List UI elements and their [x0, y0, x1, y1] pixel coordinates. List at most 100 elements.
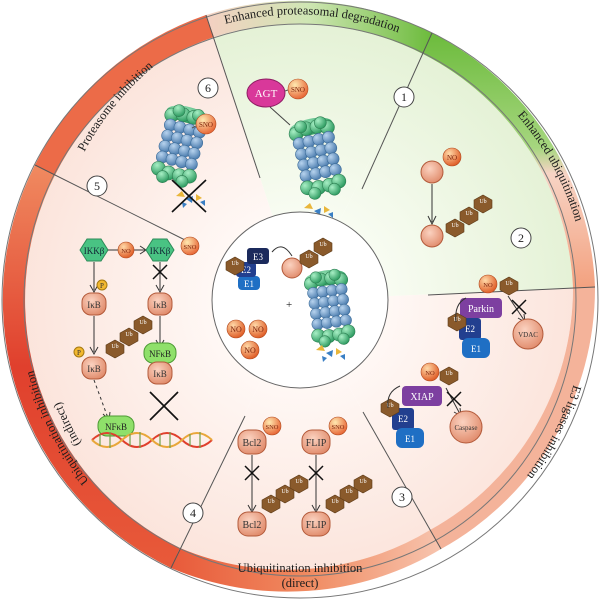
agt-protein: AGT: [246, 78, 286, 108]
section-6-proteasome-inhibition: SNO: [148, 101, 217, 213]
svg-text:NO: NO: [244, 346, 256, 355]
cross-icon: [171, 179, 207, 213]
svg-text:3: 3: [399, 490, 405, 504]
svg-text:VDAC: VDAC: [518, 331, 538, 339]
bcl2-top: Bcl2: [237, 429, 267, 455]
flip-bottom: FLIP: [301, 511, 331, 537]
no-molecules: NO NO NO: [226, 319, 268, 360]
section-number-2: 2: [510, 227, 532, 249]
svg-text:P: P: [100, 282, 104, 290]
ub-chain: Ub: [225, 256, 245, 276]
flip-top: FLIP: [301, 429, 331, 455]
svg-text:IκB: IκB: [87, 364, 101, 374]
svg-text:2: 2: [518, 231, 524, 245]
svg-text:Ub: Ub: [331, 499, 338, 505]
ub-chain: Ub Ub: [380, 366, 459, 418]
svg-text:IKKβ: IKKβ: [150, 246, 171, 256]
xiap-e3: XIAP: [402, 386, 442, 406]
e1-enzyme: E1: [462, 338, 490, 358]
cross-icon: [511, 299, 527, 315]
dna-helix-icon: [91, 432, 213, 448]
protein-substrate: [420, 224, 444, 248]
section-number-1: 1: [393, 86, 415, 108]
svg-text:NO: NO: [252, 325, 264, 334]
section-3-e3-inhibition: Parkin NO E2 E1 Ub Ub VDAC XIAP NO E2 E1…: [380, 274, 544, 448]
ub-chain: Ub Ub Ub: [261, 474, 309, 514]
svg-text:Ub: Ub: [111, 344, 118, 350]
sno-badge: SNO: [195, 113, 217, 135]
svg-text:SNO: SNO: [265, 424, 278, 431]
section-number-4: 4: [182, 502, 204, 524]
cross-icon: [446, 391, 462, 407]
section-number-6: 6: [197, 77, 219, 99]
title-ubiquitination-inhibition-direct: Ubiquitination inhibition: [238, 561, 363, 575]
ikb-left-1: IκB: [81, 292, 107, 316]
svg-text:Ub: Ub: [267, 499, 274, 505]
sno-badge: SNO: [180, 236, 200, 256]
svg-text:P: P: [77, 349, 81, 357]
svg-text:E2: E2: [398, 414, 408, 424]
no-badge: NO: [478, 274, 498, 294]
svg-text:SNO: SNO: [199, 121, 213, 129]
svg-text:Ub: Ub: [451, 223, 458, 229]
nfkb-right: NFκB: [143, 342, 177, 364]
sno-badge: SNO: [287, 78, 309, 100]
svg-text:NO: NO: [230, 325, 242, 334]
svg-text:AGT: AGT: [255, 88, 278, 100]
svg-text:E1: E1: [471, 344, 481, 354]
svg-text:Ub: Ub: [345, 489, 352, 495]
no-badge: NO: [117, 241, 135, 259]
svg-text:NO: NO: [447, 154, 457, 162]
e3-enzyme: E3: [247, 248, 269, 264]
svg-text:Ub: Ub: [295, 479, 302, 485]
no-badge: NO: [442, 147, 462, 167]
plus-sign: +: [286, 299, 292, 311]
bcl2-bottom: Bcl2: [237, 511, 267, 537]
title-direct-subtitle: (direct): [282, 576, 319, 590]
svg-text:XIAP: XIAP: [410, 392, 434, 403]
svg-text:Ub: Ub: [505, 281, 512, 287]
ikb-left-2: IκB: [81, 356, 107, 380]
svg-text:SNO: SNO: [183, 244, 196, 251]
ub-chain: Ub Ub Ub: [105, 315, 153, 359]
section-5-indirect-inhibition: IKKβ NO IKKβ SNO P IκB IκB P IκB Ub Ub U…: [73, 236, 213, 448]
protein-substrate: [420, 160, 444, 184]
section-6-wedge: [55, 37, 300, 300]
svg-text:E2: E2: [241, 265, 251, 275]
svg-text:E1: E1: [244, 279, 254, 289]
svg-text:Ub: Ub: [281, 489, 288, 495]
svg-text:Ub: Ub: [386, 403, 393, 409]
caspase-substrate: Caspase: [449, 410, 483, 444]
svg-text:Ub: Ub: [479, 199, 486, 205]
ub-chain: Ub Ub: [447, 276, 519, 332]
ub-chain: Ub Ub: [299, 237, 333, 269]
svg-text:Bcl2: Bcl2: [243, 438, 262, 449]
svg-text:FLIP: FLIP: [306, 520, 327, 531]
svg-text:FLIP: FLIP: [306, 438, 327, 449]
svg-text:Ub: Ub: [139, 320, 146, 326]
sno-badge: SNO: [262, 416, 282, 436]
svg-text:SNO: SNO: [291, 86, 305, 94]
cross-icon: [244, 465, 260, 481]
center-circle: E1 E2 E3 Ub Ub Ub + NO NO NO: [211, 211, 389, 389]
ub-chain: Ub Ub Ub: [445, 194, 493, 238]
svg-text:NO: NO: [121, 248, 131, 255]
svg-text:1: 1: [401, 90, 407, 104]
svg-text:IκB: IκB: [153, 300, 167, 310]
cross-icon: [149, 391, 179, 421]
sno-badge: SNO: [328, 416, 348, 436]
svg-text:E3: E3: [253, 252, 263, 262]
phospho-badge: P: [96, 279, 108, 291]
svg-text:Ub: Ub: [319, 242, 326, 248]
svg-text:IKKβ: IKKβ: [84, 246, 105, 256]
protein-substrate: [281, 257, 303, 279]
svg-text:NFκB: NFκB: [149, 349, 171, 359]
ikb-right-1: IκB: [147, 292, 173, 316]
svg-text:Ub: Ub: [305, 254, 312, 260]
cross-icon: [152, 264, 168, 280]
svg-text:E2: E2: [465, 324, 475, 334]
phospho-badge: P: [73, 346, 85, 358]
svg-text:Caspase: Caspase: [455, 424, 478, 432]
